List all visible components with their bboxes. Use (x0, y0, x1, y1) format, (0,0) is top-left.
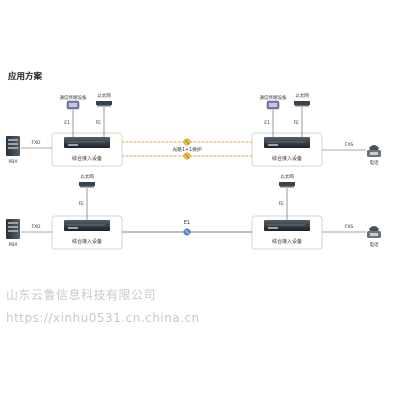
e1-link-label: E1 (184, 220, 190, 226)
fxo-label: FXO (32, 224, 41, 230)
ethernet-switch-icon (279, 182, 295, 188)
ethernet-label: 以太网 (97, 92, 111, 99)
e1-coupler-icon (183, 228, 191, 236)
ethernet-switch-icon (96, 101, 112, 107)
ethernet-switch-icon (294, 101, 310, 107)
fiber-protection-label: 光路1+1保护 (172, 146, 202, 153)
watermark-url: https://xinhu0531.cn.china.cn (6, 311, 200, 325)
telephone-icon (367, 145, 381, 157)
fxs-label: FXS (345, 224, 354, 230)
fiber-coupler-icon (183, 138, 191, 146)
pbx-icon (6, 136, 20, 156)
pbx-label: PBX (9, 159, 18, 165)
device-label: 综合接入设备 (72, 155, 102, 162)
ethernet-label: 以太网 (80, 173, 94, 180)
watermark-company: 山东云鲁信息科技有限公司 (6, 288, 157, 302)
phone-label: 电话 (370, 241, 379, 248)
comm-terminal-label: 通信终端设备 (260, 94, 287, 101)
device-label: 综合接入设备 (72, 238, 102, 245)
scenario-e1-link: 综合接入设备 综合接入设备 以太网 FE 以太网 (6, 173, 381, 250)
fiber-coupler-icon (183, 152, 191, 160)
ethernet-label: 以太网 (295, 92, 309, 99)
page-title: 应用方案 (8, 72, 43, 82)
pbx-label: PBX (9, 242, 18, 248)
fe-label: FE (96, 120, 102, 126)
pbx-icon (6, 219, 20, 239)
comm-terminal-icon (266, 100, 280, 110)
e1-label: E1 (64, 120, 70, 126)
fxo-label: FXO (32, 140, 41, 146)
fe-label: FE (294, 120, 300, 126)
integrated-access-device-icon (64, 137, 110, 148)
integrated-access-device-icon (64, 220, 110, 231)
phone-label: 电话 (370, 159, 379, 166)
fe-label: FE (279, 201, 285, 207)
e1-label: E1 (264, 120, 270, 126)
ethernet-switch-icon (79, 182, 95, 188)
fe-label: FE (79, 201, 85, 207)
ethernet-label: 以太网 (280, 173, 294, 180)
comm-terminal-label: 通信终端设备 (60, 94, 87, 101)
integrated-access-device-icon (264, 220, 310, 231)
device-label: 综合接入设备 (272, 238, 302, 245)
comm-terminal-icon (66, 100, 80, 110)
device-label: 综合接入设备 (272, 155, 302, 162)
fxs-label: FXS (345, 142, 354, 148)
integrated-access-device-icon (264, 137, 310, 148)
scenario-fiber-protection: 综合接入设备 综合接入设备 通信终端设备 以太网 E1 (6, 92, 381, 167)
telephone-icon (367, 226, 381, 238)
